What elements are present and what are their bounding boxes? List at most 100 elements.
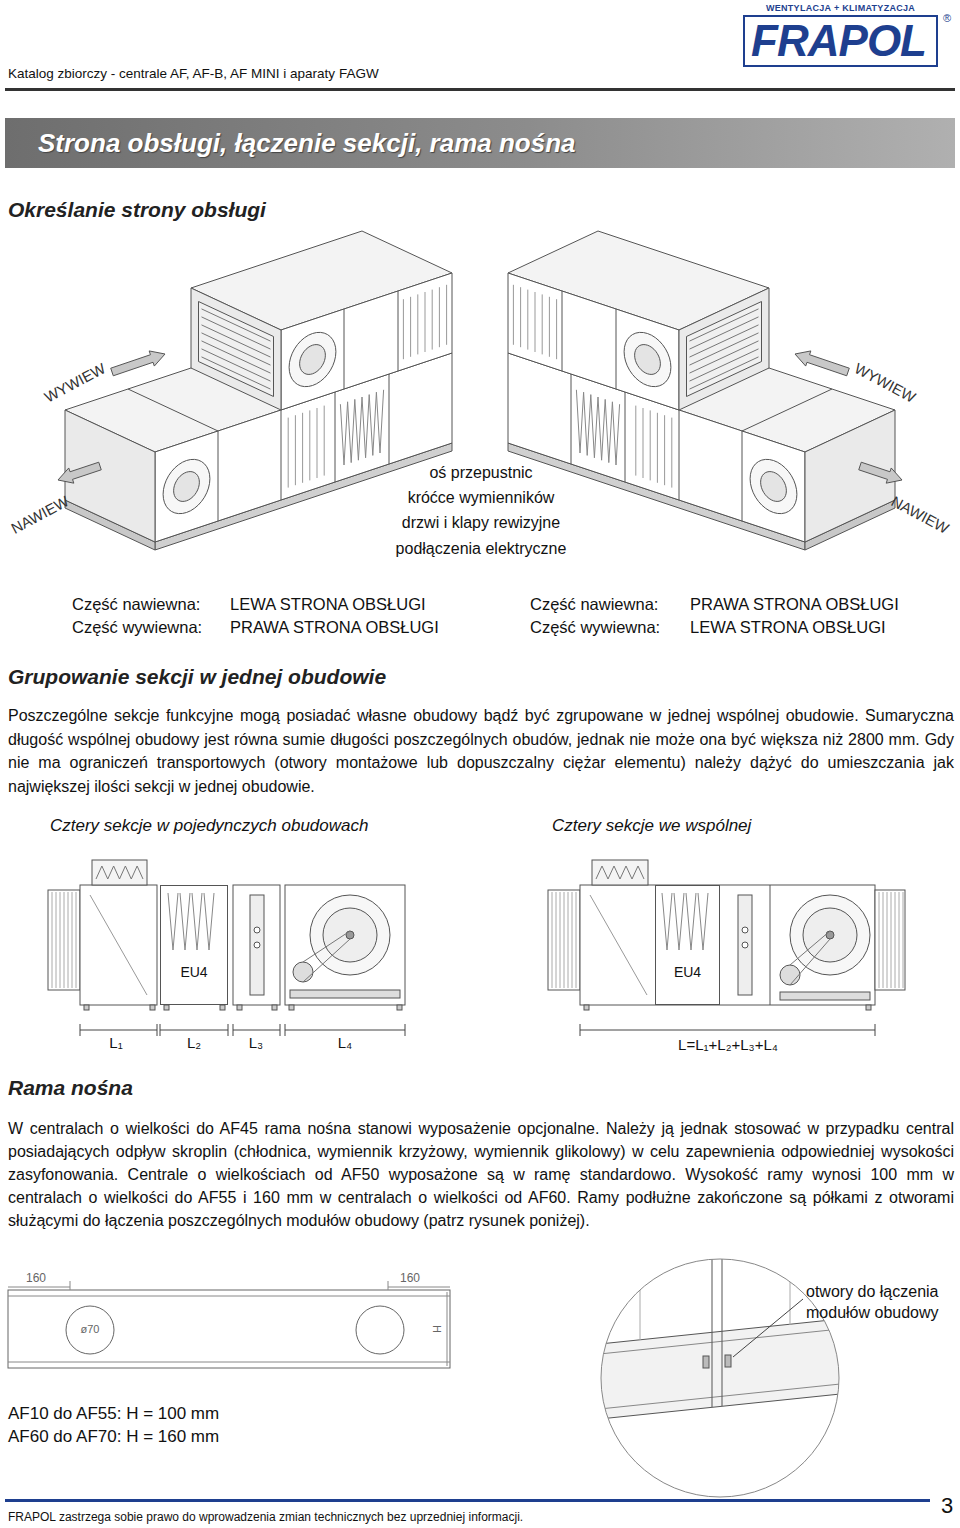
section-casing [80,885,157,1005]
service-note: króćce wymienników [408,488,555,507]
drive-belt [303,939,350,982]
side-caption: Część nawiewna: [530,595,658,615]
service-note: drzwi i klapy rewizyjne [402,513,560,532]
fan-housing [163,459,210,513]
body-paragraph: W centralach o wielkości do AF45 rama no… [8,1117,954,1232]
dimension-line [233,1030,280,1031]
leader-line [733,1299,803,1357]
fan-housing [750,459,797,513]
heater-coil [288,418,289,488]
body-paragraph: Poszczególne sekcje funkcyjne mogą posia… [8,704,954,798]
filter-bag [180,893,190,950]
damper-blade [690,317,759,349]
dimension-tick [580,1024,581,1036]
heater-coil [250,895,264,995]
dimension-label: 160 [400,1271,420,1285]
joint-hole [703,1356,709,1368]
damper-blade [690,309,759,341]
dimension-label: 160 [26,1271,46,1285]
exchanger-fins [542,294,543,354]
heater-coil [302,413,303,483]
page-number: 3 [941,1493,953,1519]
damper-blade [690,333,759,365]
exhaust-arrow [795,351,849,376]
exchanger-fins [556,299,557,359]
dimension-tick [280,1024,281,1036]
exchanger-fins [432,290,433,350]
damper-blade [202,357,271,389]
section-joint [562,291,563,371]
header-rule [5,88,955,91]
supply-arrow [859,462,902,483]
casing-foot [84,1005,89,1010]
section-partition [770,885,771,1005]
air-handling-unit-isometric [58,231,452,550]
flex-corrugation [887,892,888,988]
side-value: LEWA STRONA OBSŁUGI [230,595,426,615]
exchanger-fins [410,297,411,357]
logo-wordmark: FRAPOL [743,15,938,67]
flex-corrugation [564,892,565,988]
flex-corrugation [64,892,65,988]
damper-blade [690,349,759,381]
dimension-line [8,1287,70,1288]
motor [780,965,800,985]
detail-circle [601,1259,839,1497]
dimension-line [580,1030,875,1031]
damper-blades [96,866,143,879]
section-joint [742,389,832,431]
damper-box [592,860,648,885]
fan-housing [624,332,671,386]
flex-corrugation [568,892,569,988]
section-joint [742,431,743,521]
service-note: podłączenia elektryczne [396,539,567,558]
casing-foot [164,1005,169,1010]
exchanger-fins [417,294,418,354]
flex-corrugation [56,892,57,988]
figure-caption: Cztery sekcje we wspólnej [552,816,751,836]
figure-caption: Cztery sekcje w pojedynczych obudowach [50,816,368,836]
fan-base [780,992,870,1000]
damper-blade [690,341,759,373]
section-joint [335,392,336,482]
casing-end [191,288,281,410]
damper-blade [690,357,759,389]
section-joint [389,374,390,464]
fan-wheel [635,345,661,375]
fan-shaft [346,931,354,939]
registered-mark: ® [943,12,951,25]
section-joint [398,291,399,371]
dimension-line [160,1030,228,1031]
exchanger-fins [520,287,521,347]
dimension-label: L₁ [109,1034,122,1052]
coil-connection [254,927,260,933]
title-text: Strona obsługi, łączenie sekcji, rama no… [38,118,576,168]
damper-frame [199,302,274,397]
flex-corrugation [883,892,884,988]
flex-connector [875,890,905,990]
airflow-label: NAWIEW [8,492,72,537]
drive-belt [790,931,830,965]
heater-coil [324,406,325,476]
fan-wheel [323,908,377,962]
flex-corrugation [903,892,904,988]
filter-section: EU4 [655,885,720,1005]
fan-scroll [310,895,390,975]
dimension-label: L₂ [187,1034,201,1052]
side-value: LEWA STRONA OBSŁUGI [690,618,886,638]
heater-coil [657,413,658,483]
panel-edge [790,1250,791,1325]
section-heading: Rama nośna [8,1075,133,1100]
fan-base [290,990,400,998]
dimension-line [80,1030,157,1031]
dimension-tick [285,1024,286,1036]
casing-foot [289,1005,294,1010]
side-caption: Część wywiewna: [72,618,202,638]
air-handling-unit-isometric [508,231,902,550]
flex-corrugation [76,892,77,988]
module-seam [712,1250,713,1407]
flex-corrugation [891,892,892,988]
frame-rail [8,1290,450,1368]
flex-corrugation [68,892,69,988]
